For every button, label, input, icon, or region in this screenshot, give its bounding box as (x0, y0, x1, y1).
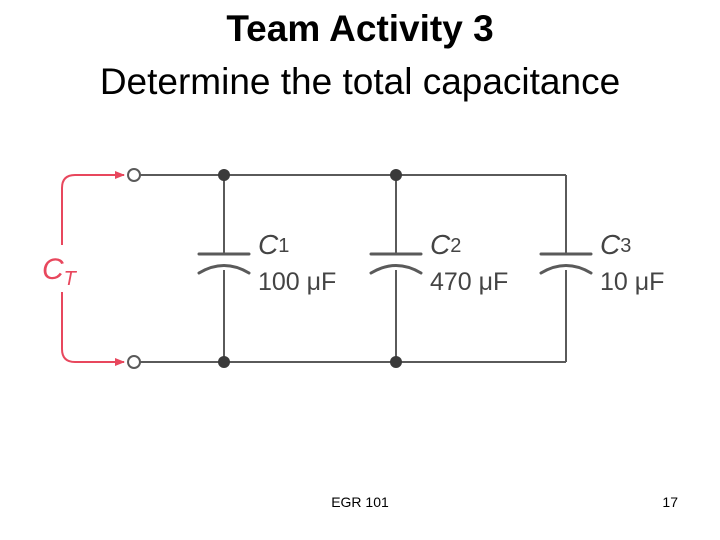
c3-value-label: 10 μF (600, 268, 664, 296)
total-capacitance-indicator (61, 171, 125, 366)
terminal-top (127, 168, 141, 182)
slide-title: Team Activity 3 (226, 8, 494, 49)
c2-value-label: 470 μF (430, 268, 508, 296)
c2-name-label: C2 (430, 229, 461, 260)
total-capacitance-label: CT (42, 253, 78, 290)
ct-bracket-bottom-arrow (61, 292, 125, 366)
c2-plate-curved (369, 264, 423, 275)
junction-node-bottom-c2 (390, 356, 402, 368)
c1-name-label: C1 (258, 229, 289, 260)
ct-bracket-top-arrow (61, 171, 125, 245)
terminal-bottom (127, 355, 141, 369)
junction-node-bottom-c1 (218, 356, 230, 368)
junction-nodes (218, 169, 402, 368)
total-capacitance-subscript: T (64, 268, 78, 290)
capacitor-labels: C1 100 μF C2 470 μF C3 10 μF (258, 229, 664, 296)
c1-value-label: 100 μF (258, 268, 336, 296)
slide-subtitle: Determine the total capacitance (99, 61, 621, 102)
footer-course-label: EGR 101 (331, 494, 389, 510)
c3-name-label: C3 (600, 229, 631, 260)
c3-plate-curved (539, 264, 593, 275)
junction-node-top-c1 (218, 169, 230, 181)
footer-page-number: 17 (662, 494, 678, 510)
wires (140, 174, 567, 363)
terminals (127, 168, 141, 369)
capacitor-symbols (197, 252, 593, 275)
junction-node-top-c2 (390, 169, 402, 181)
c1-plate-curved (197, 264, 251, 275)
